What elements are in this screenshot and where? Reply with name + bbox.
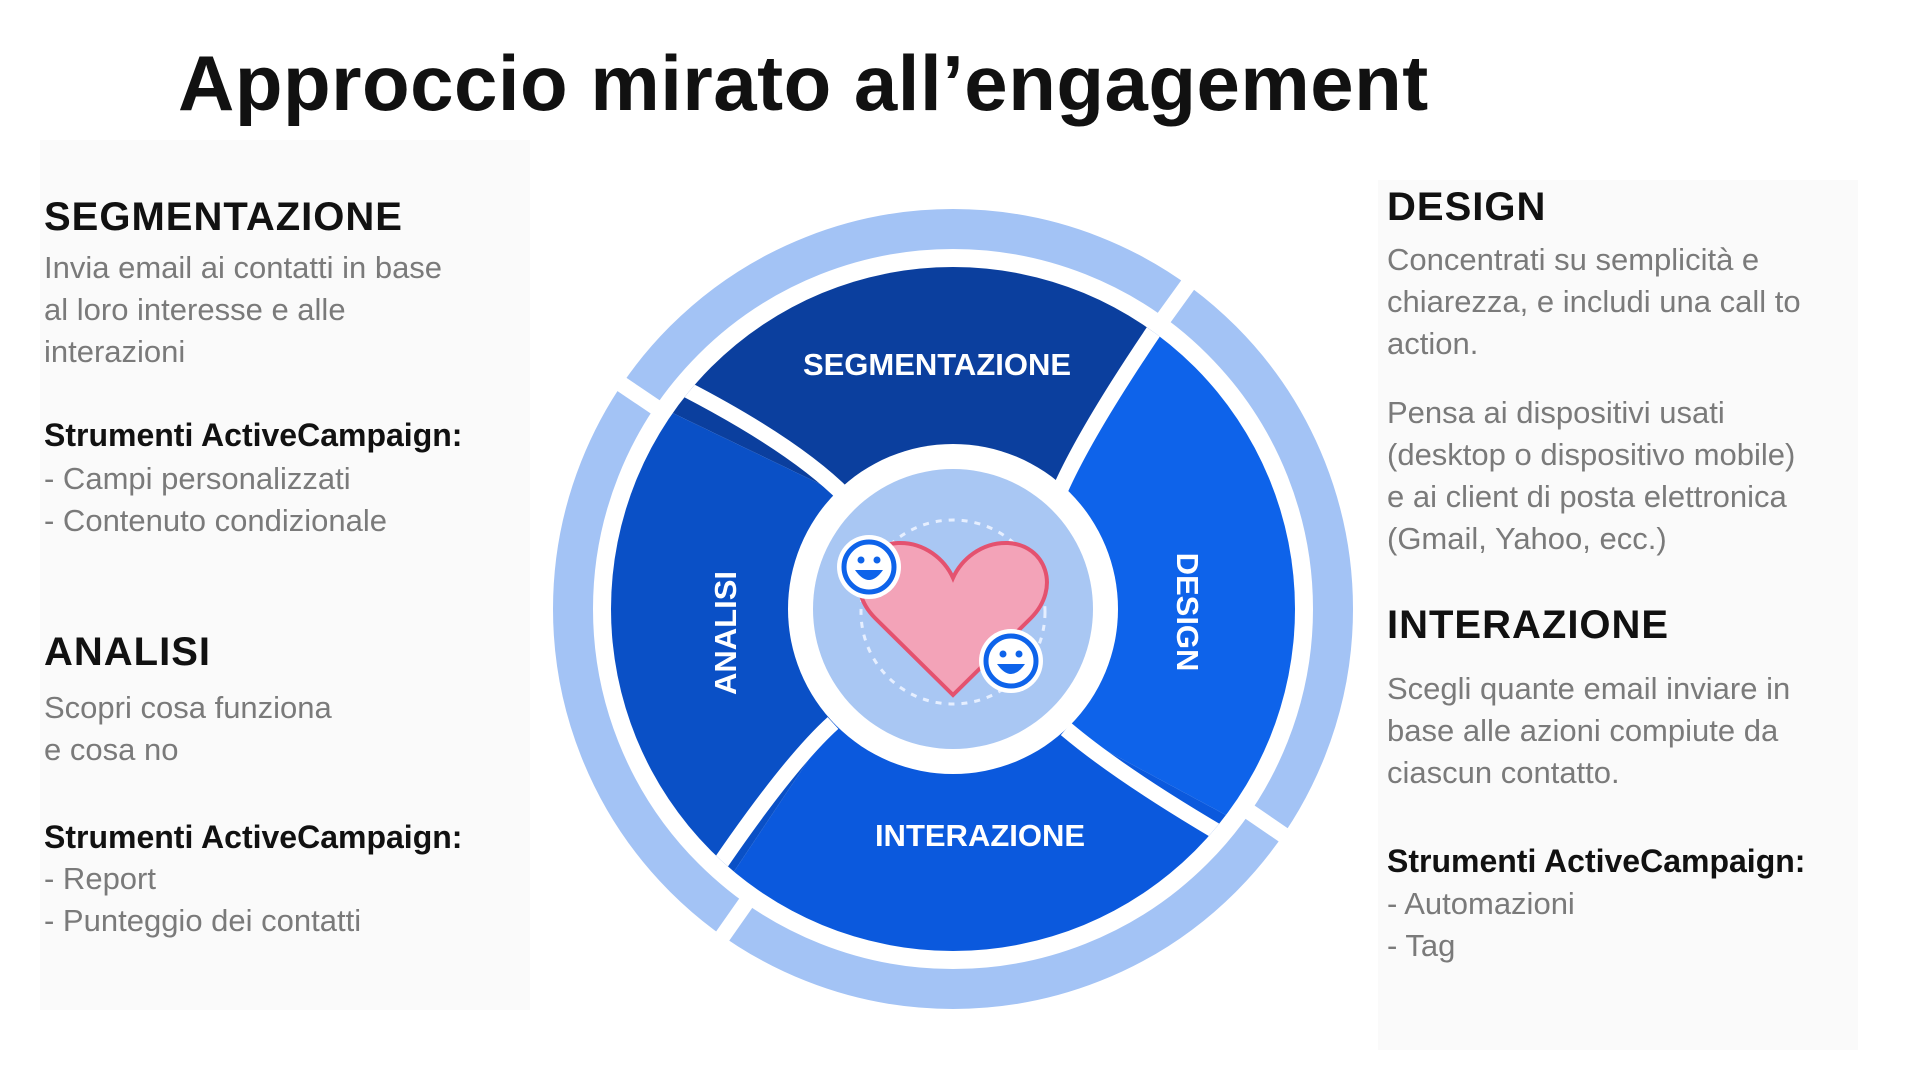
label-design: DESIGN: [1170, 553, 1205, 672]
text-line: al loro interesse e alle: [44, 292, 346, 327]
design-description-2: Pensa ai dispositivi usati (desktop o di…: [1387, 392, 1795, 560]
label-analisi: ANALISI: [708, 571, 743, 695]
dashed-orbit: [859, 518, 1047, 706]
tool-item: - Automazioni: [1387, 886, 1575, 921]
outer-ring: [553, 209, 1353, 1009]
analisi-heading: ANALISI: [44, 630, 211, 674]
tool-item: - Punteggio dei contatti: [44, 903, 362, 938]
segment-interazione: [648, 609, 1295, 951]
outer-ring-gaps: [600, 263, 1303, 962]
segmentazione-heading: SEGMENTAZIONE: [44, 195, 403, 239]
tool-item: - Campi personalizzati: [44, 461, 351, 496]
text-line: base alle azioni compiute da: [1387, 713, 1779, 748]
text-line: (desktop o dispositivo mobile): [1387, 437, 1796, 472]
text-line: e cosa no: [44, 732, 179, 767]
text-line: Scegli quante email inviare in: [1387, 671, 1791, 706]
design-description: Concentrati su semplicità e chiarezza, e…: [1387, 239, 1801, 365]
interazione-tools-list: - Automazioni - Tag: [1387, 883, 1575, 967]
tool-item: - Report: [44, 861, 156, 896]
text-line: interazioni: [44, 334, 186, 369]
analisi-tools-list: - Report - Punteggio dei contatti: [44, 858, 361, 942]
left-panel-bg: [40, 140, 530, 1010]
interazione-heading: INTERAZIONE: [1387, 603, 1670, 647]
text-line: action.: [1387, 326, 1479, 361]
segment-analisi: [611, 302, 953, 951]
text-line: e ai client di posta elettronica: [1387, 479, 1787, 514]
analisi-description: Scopri cosa funziona e cosa no: [44, 687, 332, 771]
design-heading: DESIGN: [1387, 185, 1547, 229]
smiley-icon: [979, 629, 1043, 693]
text-line: Scopri cosa funziona: [44, 690, 332, 725]
smiley-icon: [837, 535, 901, 599]
text-line: chiarezza, e includi una call to: [1387, 284, 1801, 319]
segmentazione-description: Invia email ai contatti in base al loro …: [44, 247, 442, 373]
text-line: ciascun contatto.: [1387, 755, 1620, 790]
label-interazione: INTERAZIONE: [875, 818, 1085, 853]
text-line: Pensa ai dispositivi usati: [1387, 395, 1725, 430]
right-panel-bg: [1378, 180, 1858, 1050]
interazione-description: Scegli quante email inviare in base alle…: [1387, 668, 1790, 794]
tool-item: - Tag: [1387, 928, 1456, 963]
interazione-tools-heading: Strumenti ActiveCampaign:: [1387, 843, 1806, 879]
tool-item: - Contenuto condizionale: [44, 503, 387, 538]
text-line: Invia email ai contatti in base: [44, 250, 443, 285]
text-line: (Gmail, Yahoo, ecc.): [1387, 521, 1667, 556]
segmentazione-tools-list: - Campi personalizzati - Contenuto condi…: [44, 458, 387, 542]
label-segmentazione: SEGMENTAZIONE: [803, 347, 1071, 382]
analisi-tools-heading: Strumenti ActiveCampaign:: [44, 819, 463, 855]
page-title: Approccio mirato all’engagement: [178, 39, 1429, 127]
segmentazione-tools-heading: Strumenti ActiveCampaign:: [44, 417, 463, 453]
text-line: Concentrati su semplicità e: [1387, 242, 1760, 277]
